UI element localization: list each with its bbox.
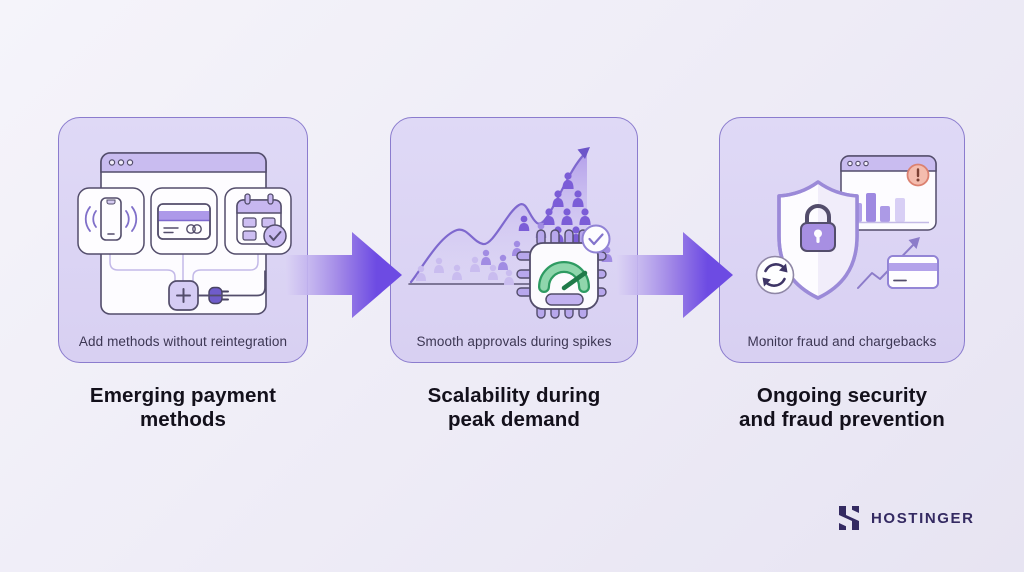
hostinger-logo-text: HOSTINGER <box>871 509 975 527</box>
hostinger-logo: HOSTINGER <box>836 505 975 531</box>
panel-scalability: Smooth approvals during spikes <box>390 117 638 363</box>
heading-emerging-payment-methods: Emerging payment methods <box>33 384 333 432</box>
panel-caption: Add methods without reintegration <box>78 334 288 349</box>
connector-lines <box>109 254 259 281</box>
shield-lock-icon <box>777 180 859 300</box>
calendar-check-icon <box>236 193 287 248</box>
panel-security: Monitor fraud and chargebacks <box>719 117 965 363</box>
credit-card-trend-icon <box>857 237 939 289</box>
alert-badge-icon <box>906 163 930 187</box>
panel-emerging-payment-methods: Add methods without reintegration <box>58 117 308 363</box>
phone-nfc-icon <box>84 197 138 241</box>
browser-bar-chart-icon <box>840 155 937 231</box>
security-illustration <box>755 155 939 300</box>
flow-arrow-2-icon <box>617 232 733 318</box>
heading-scalability: Scalability during peak demand <box>364 384 664 432</box>
hostinger-logo-icon <box>839 506 859 530</box>
plus-box-icon <box>168 270 266 311</box>
heading-line: Scalability during <box>427 384 601 407</box>
heading-line: methods <box>139 408 227 431</box>
heading-line: Emerging payment <box>89 384 277 407</box>
panel-caption: Smooth approvals during spikes <box>416 334 612 349</box>
check-circle-icon <box>581 224 611 254</box>
heading-security: Ongoing security and fraud prevention <box>692 384 992 432</box>
sync-arrows-icon <box>755 255 795 295</box>
credit-card-icon <box>157 203 211 240</box>
heading-line: and fraud prevention <box>739 408 945 431</box>
payment-methods-illustration <box>77 152 292 315</box>
scalability-illustration <box>408 147 613 319</box>
heading-line: peak demand <box>447 408 581 431</box>
flow-arrow-1-icon <box>286 232 402 318</box>
heading-line: Ongoing security <box>756 384 928 407</box>
panel-caption: Monitor fraud and chargebacks <box>747 334 937 349</box>
